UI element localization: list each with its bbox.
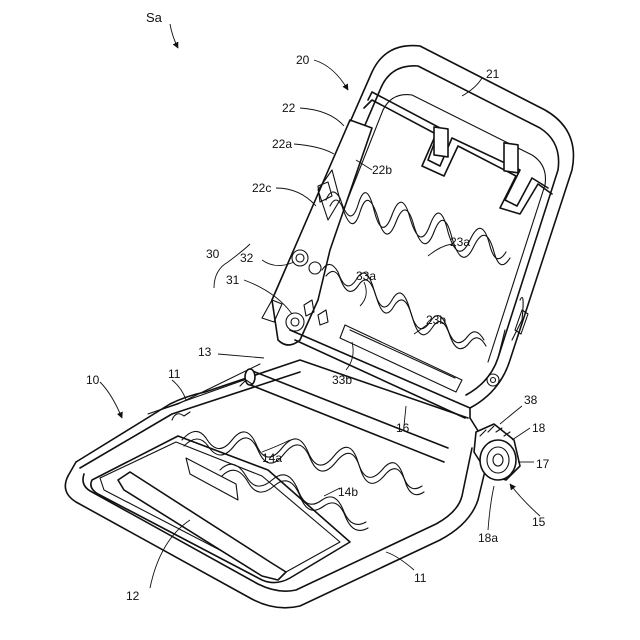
label-31: 31 [226,273,240,287]
label-38: 38 [524,393,538,407]
label-23b: 23b [426,313,446,327]
label-22b: 22b [372,163,392,177]
label-15: 15 [532,515,546,529]
label-11-top: 11 [168,367,181,381]
label-10: 10 [86,373,100,387]
label-22: 22 [282,101,296,115]
label-20: 20 [296,53,310,67]
label-14a: 14a [262,451,282,465]
label-17: 17 [536,457,550,471]
label-18a: 18a [478,531,498,545]
recliner-device [474,424,520,480]
seat-back-frame [272,46,573,418]
label-sa: Sa [146,10,163,25]
label-33a: 33a [356,269,376,283]
label-12: 12 [126,589,140,603]
label-14b: 14b [338,485,358,499]
label-21: 21 [486,67,500,81]
label-22a: 22a [272,137,292,151]
label-23a: 23a [450,235,470,249]
label-16: 16 [396,421,410,435]
label-22c: 22c [252,181,271,195]
label-11-bottom: 11 [414,571,427,585]
label-32: 32 [240,251,254,265]
label-33b: 33b [332,373,352,387]
label-18: 18 [532,421,546,435]
label-13: 13 [198,345,212,359]
label-30: 30 [206,247,220,261]
